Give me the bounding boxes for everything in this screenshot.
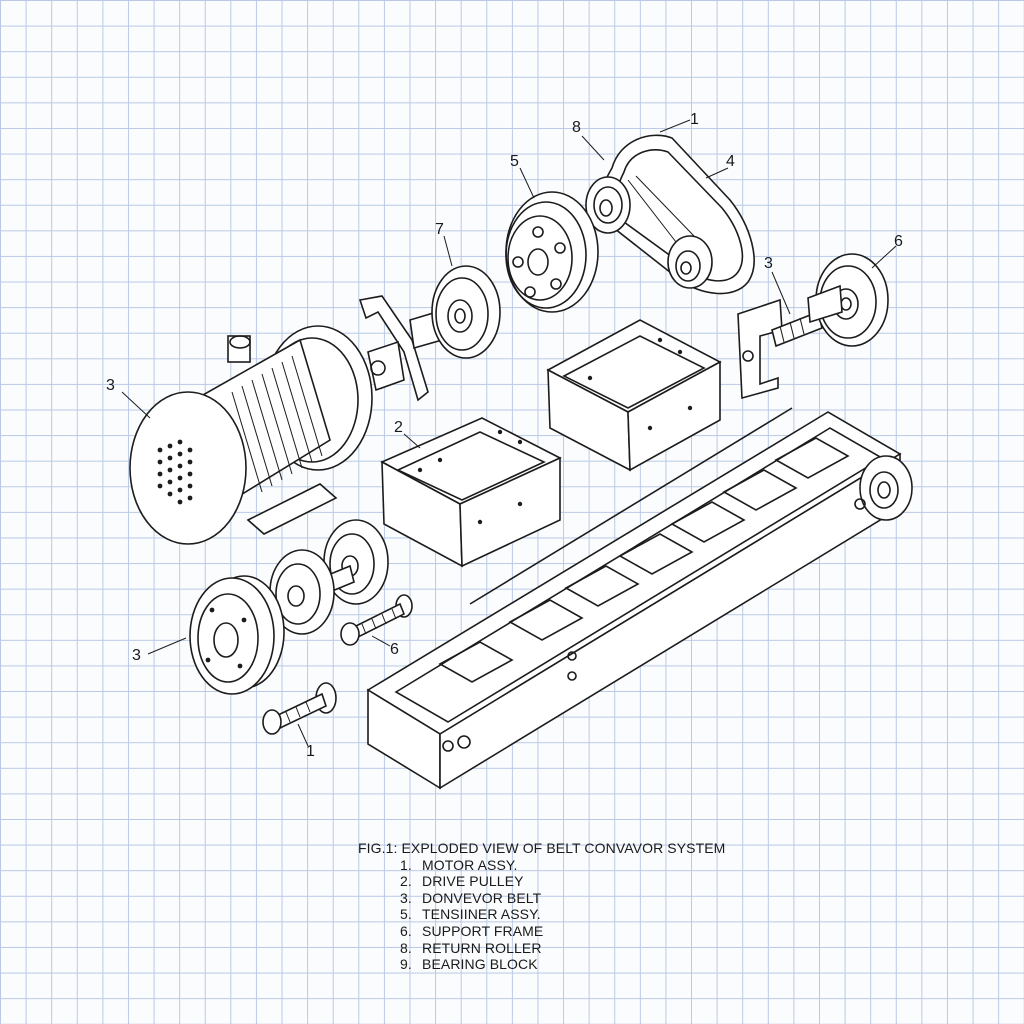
callout-tensioner-3: 3	[764, 255, 773, 272]
tension-pulley	[505, 191, 599, 313]
conveyor-rollers	[438, 437, 850, 683]
legend-item: 2.DRIVE PULLEY	[400, 873, 524, 890]
electric-motor	[129, 325, 373, 545]
drive-pulley	[189, 575, 285, 695]
callout-flange-7: 7	[435, 221, 444, 238]
parts-legend: 1.MOTOR ASSY. 2.DRIVE PULLEY 3.DONVEVOR …	[358, 857, 725, 973]
callout-frame-2: 2	[394, 419, 403, 436]
v-belt-drive-assembly	[585, 134, 755, 295]
hex-bolt-lower	[262, 682, 337, 735]
legend-item: 3.DONVEVOR BELT	[400, 889, 542, 906]
motor-vent-grille	[157, 439, 193, 505]
caption-title: FIG.1: EXPLODED VIEW OF BELT CONVAVOR SY…	[358, 840, 726, 856]
legend-item: 5.TENSIINER ASSY.	[400, 906, 541, 923]
idler-wheel	[807, 253, 889, 347]
callout-pulley-3: 3	[132, 647, 141, 664]
figure-caption: FIG.1: EXPLODED VIEW OF BELT CONVAVOR SY…	[358, 840, 725, 973]
callout-bolt-6: 6	[390, 641, 399, 658]
belt-edge-line	[469, 407, 793, 605]
callout-belt-4: 4	[726, 153, 735, 170]
callout-bolt-1: 1	[306, 743, 315, 760]
flanged-shaft-bracket	[358, 265, 501, 402]
roller-shaft-bearings	[269, 519, 389, 635]
callout-motor-3: 3	[106, 377, 115, 394]
callout-belt-8: 8	[572, 119, 581, 136]
motor-cooling-fins	[231, 355, 323, 493]
leader-lines	[121, 119, 897, 747]
hex-bolt-upper	[340, 594, 413, 646]
legend-item: 9.BEARING BLOCK	[400, 956, 538, 973]
support-frame-right	[546, 319, 722, 472]
callout-belt-1: 1	[690, 111, 699, 128]
legend-item: 1.MOTOR ASSY.	[400, 856, 518, 873]
callout-pulley-5: 5	[510, 153, 519, 170]
legend-item: 8.RETURN ROLLER	[400, 939, 542, 956]
callout-wheel-6: 6	[894, 233, 903, 250]
conveyor-frame	[366, 411, 913, 790]
support-frame-left	[380, 417, 562, 568]
callout-numbers: 8 1 5 4 7 3 6 3 2 3 6 1	[106, 111, 903, 760]
legend-item: 6.SUPPORT FRAME	[400, 922, 544, 939]
